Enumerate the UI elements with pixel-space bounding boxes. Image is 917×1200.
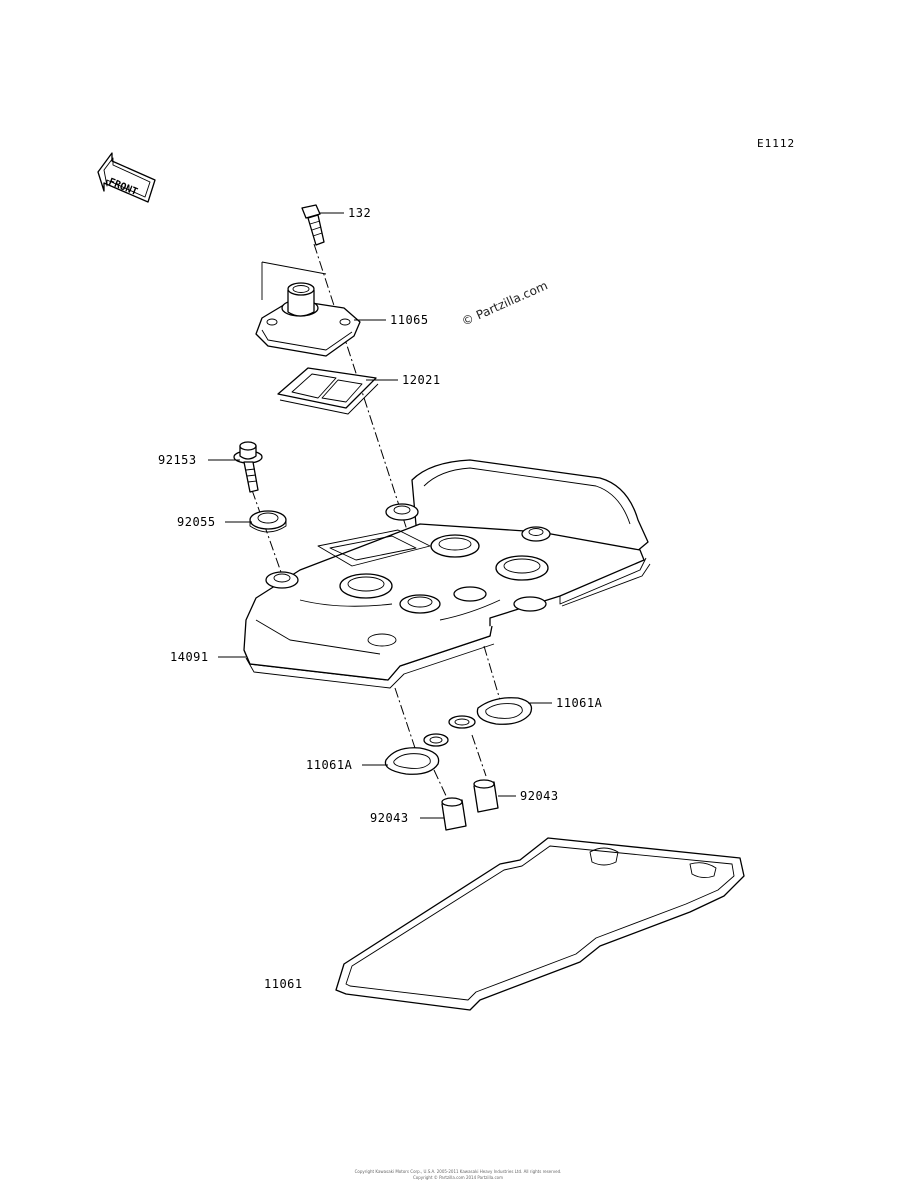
head-cover-gasket-part: [335, 837, 745, 1011]
bolt-132-part: [301, 204, 325, 246]
plug-gasket-left-part: [384, 733, 449, 775]
collar-right-part: [473, 779, 499, 813]
watermark-text: © Partzilla.com: [460, 278, 550, 328]
callout-leaders: [208, 212, 552, 819]
cylinder-head-cover-part: [243, 459, 651, 689]
callout-grommet[interactable]: 92055: [177, 515, 216, 529]
callout-collar-right[interactable]: 92043: [520, 789, 559, 803]
breather-cover-part: [255, 261, 361, 357]
callout-collar-left[interactable]: 92043: [370, 811, 409, 825]
footer-copyright-2: Copyright © Partzilla.com 2014 Partzilla…: [413, 1175, 503, 1180]
callout-cover-bolt[interactable]: 92153: [158, 453, 197, 467]
callout-plug-gasket-left[interactable]: 11061A: [306, 758, 353, 772]
callout-breather-cover[interactable]: 11065: [390, 313, 429, 327]
footer-copyright-1: Copyright Kawasaki Motors Corp., U.S.A. …: [355, 1169, 562, 1174]
plug-gasket-right-part: [448, 697, 533, 729]
breather-plate-part: [277, 367, 379, 415]
callout-bolt-132[interactable]: 132: [348, 206, 371, 220]
callout-head-cover-gasket[interactable]: 11061: [264, 977, 303, 991]
callout-plug-gasket-right[interactable]: 11061A: [556, 696, 603, 710]
assembly-axis-lines: [251, 243, 501, 801]
cover-bolt-part: [233, 441, 263, 493]
diagram-code: E1112: [757, 137, 795, 150]
grommet-part: [249, 510, 287, 533]
callout-cylinder-head-cover[interactable]: 14091: [170, 650, 209, 664]
front-arrow-icon: FRONT: [97, 152, 156, 203]
callout-breather-plate[interactable]: 12021: [402, 373, 441, 387]
collar-left-part: [441, 797, 467, 831]
